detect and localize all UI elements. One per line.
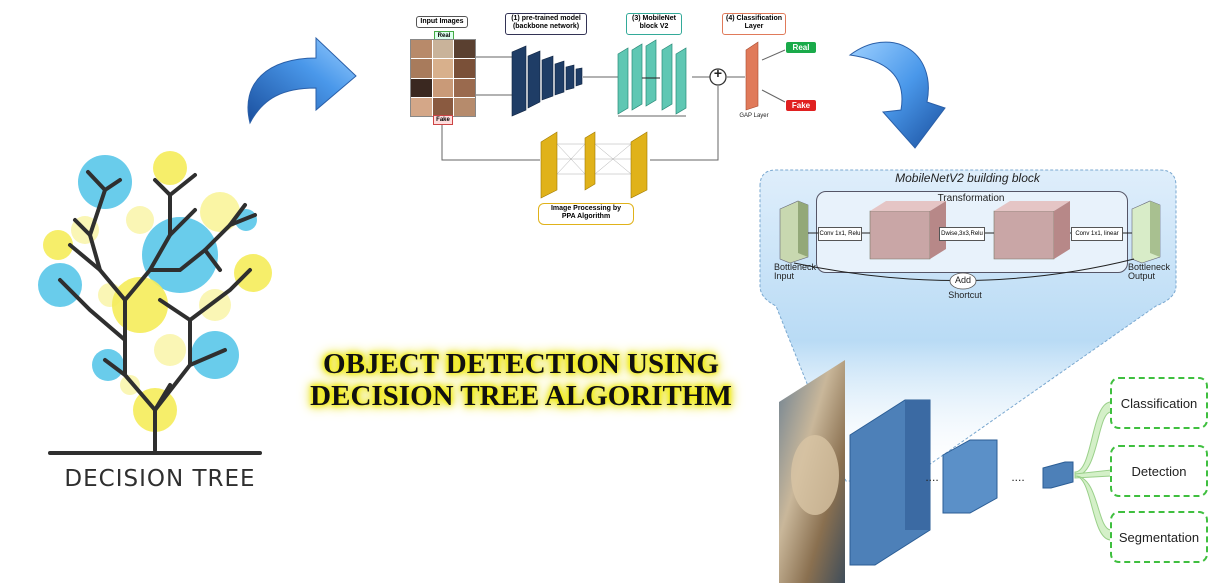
dwise-op: Dwise,3x3,Relu <box>939 227 985 241</box>
face-thumbnail <box>411 40 432 59</box>
face-thumbnail <box>432 59 454 78</box>
ppa-label-line2: PPA Algorithm <box>561 213 611 220</box>
tree-branches <box>48 170 262 455</box>
face-thumbnail <box>411 59 432 78</box>
task-segmentation: Segmentation <box>1110 511 1208 563</box>
sum-operator: + <box>713 65 723 81</box>
curved-arrow-right-icon <box>848 41 946 149</box>
classification-label-line1: (4) Classification <box>726 15 783 22</box>
output-fake-tag: Fake <box>786 100 816 111</box>
face-thumbnail <box>432 97 454 116</box>
face-thumbnail <box>454 78 475 97</box>
headline-line2: DECISION TREE ALGORITHM <box>310 380 732 412</box>
backbone-network-block <box>511 45 583 117</box>
face-thumbnail <box>411 97 432 116</box>
add-node-label: Add <box>954 275 971 285</box>
bottleneck-output-line2: Output <box>1128 271 1156 281</box>
decision-tree-label: DECISION TREE <box>64 466 256 492</box>
ppa-label-line1: Image Processing by <box>550 205 622 212</box>
fake-tag: Fake <box>433 115 453 125</box>
headline-line1: OBJECT DETECTION USING <box>323 348 719 380</box>
transformation-label: Transformation <box>937 193 1005 204</box>
gap-layer-label: GAP Layer <box>739 113 769 119</box>
bottleneck-input-line1: Bottleneck <box>774 262 817 272</box>
layer-ellipsis-1: .... <box>925 470 939 484</box>
task-classification: Classification <box>1110 377 1208 429</box>
backbone-label: (1) pre-trained model (backbone network) <box>505 13 587 35</box>
mobilenet-label-line1: (3) MobileNet <box>632 15 676 22</box>
gap-layer-block <box>745 41 759 111</box>
mobilenet-label: (3) MobileNet block V2 <box>626 13 682 35</box>
classification-label-line2: Layer <box>744 23 764 30</box>
input-face-grid <box>410 39 476 117</box>
ppa-block <box>540 131 648 199</box>
face-thumbnail <box>432 78 454 97</box>
mobilenet-label-line2: block V2 <box>639 23 669 30</box>
face-thumbnail <box>454 59 475 78</box>
ppa-label: Image Processing by PPA Algorithm <box>538 203 634 225</box>
bottleneck-input-line2: Input <box>774 271 795 281</box>
pipeline-connectors <box>441 49 786 161</box>
face-thumbnail <box>411 78 432 97</box>
layer-ellipsis-2: .... <box>1011 470 1025 484</box>
backbone-label-line1: (1) pre-trained model <box>511 15 581 22</box>
face-thumbnail <box>454 40 475 59</box>
conv1-op: Conv 1x1, Relu <box>818 227 862 241</box>
classification-label: (4) Classification Layer <box>722 13 786 35</box>
face-thumbnail <box>432 40 454 59</box>
shortcut-label: Shortcut <box>948 290 982 300</box>
task-detection: Detection <box>1110 445 1208 497</box>
mobilenet-block-shapes <box>779 200 1161 290</box>
bottleneck-input-label: Bottleneck Input <box>766 263 834 281</box>
headline: OBJECT DETECTION USING DECISION TREE ALG… <box>296 348 746 412</box>
face-thumbnail <box>454 97 475 116</box>
mobilenet-block-title: MobileNetV2 building block <box>895 171 1040 185</box>
bottleneck-output-line1: Bottleneck <box>1128 262 1171 272</box>
backbone-label-line2: (backbone network) <box>512 23 580 30</box>
decision-tree-logo <box>38 151 272 455</box>
curved-arrow-left-icon <box>247 36 357 125</box>
bottleneck-output-label: Bottleneck Output <box>1122 263 1184 281</box>
cnn-network-illustration <box>779 360 1112 583</box>
output-real-tag: Real <box>786 42 816 53</box>
conv2-op: Conv 1x1, linear <box>1071 227 1123 241</box>
input-images-label: Input Images <box>416 16 468 28</box>
mobilenet-block-stack <box>617 39 687 117</box>
